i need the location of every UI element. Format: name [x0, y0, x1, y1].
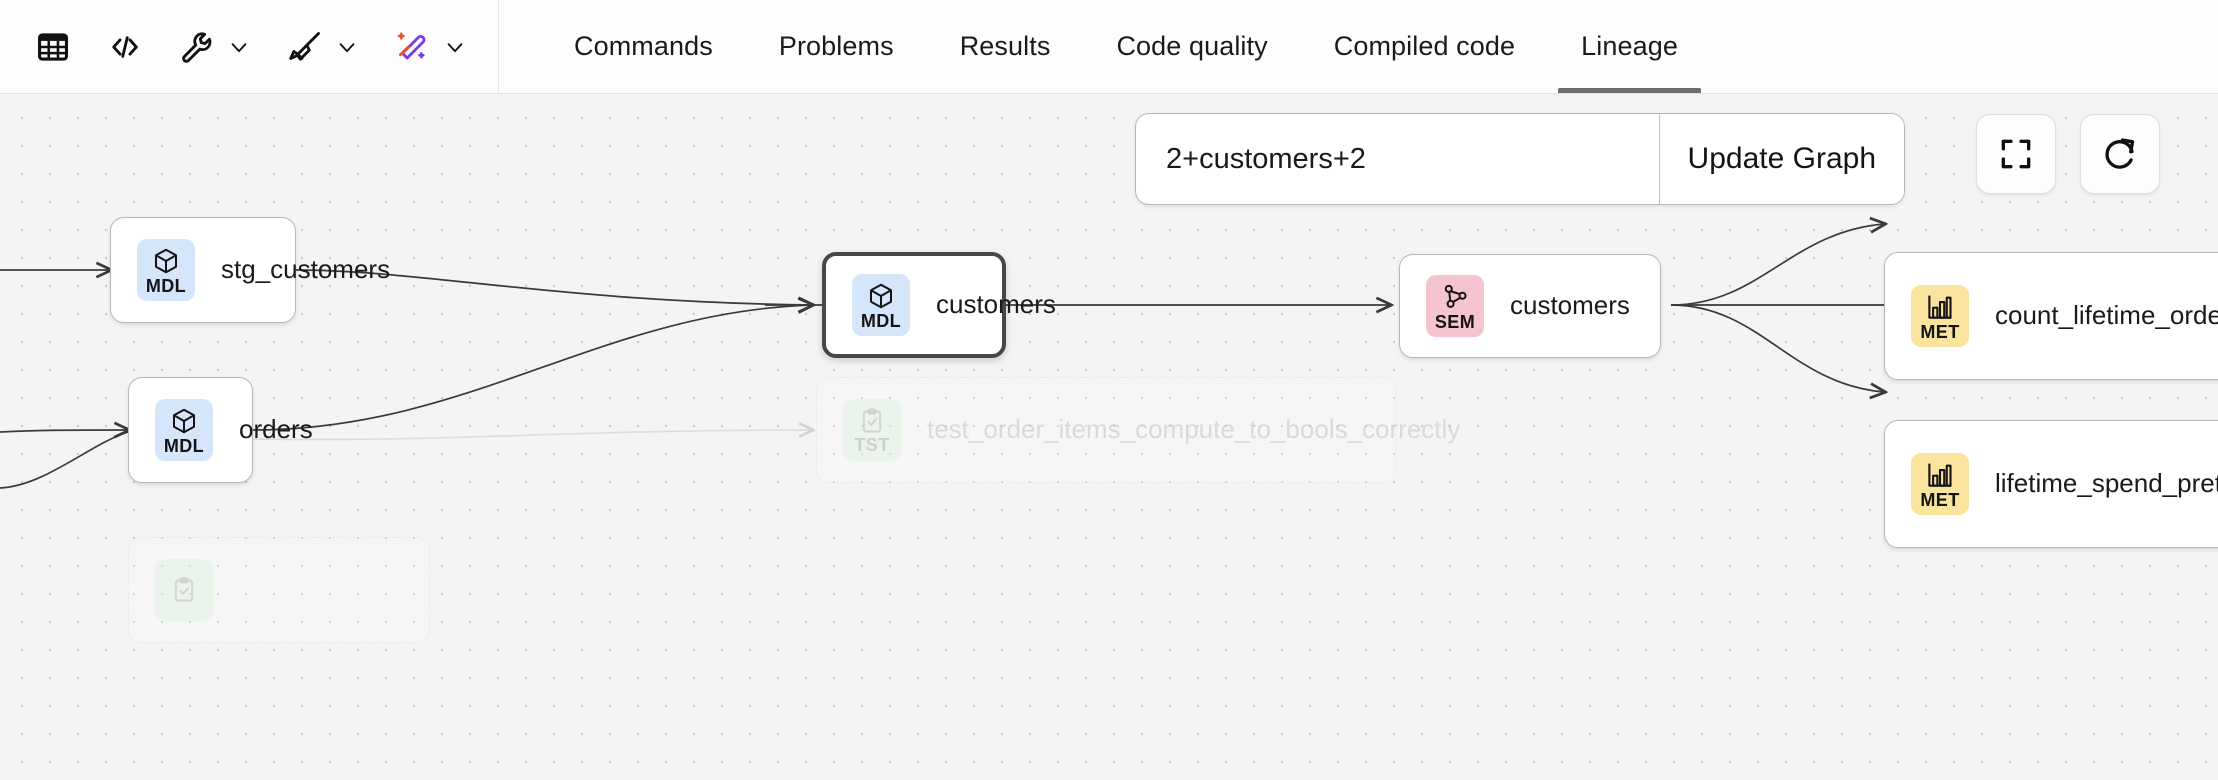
chevron-down-icon[interactable]	[222, 24, 256, 70]
chevron-down-icon[interactable]	[438, 24, 472, 70]
lineage-node-count-lifetime-orders[interactable]: MET count_lifetime_order	[1884, 252, 2218, 380]
lineage-search-input[interactable]	[1136, 114, 1659, 204]
broom-icon[interactable]	[282, 24, 328, 70]
tab-results[interactable]: Results	[959, 31, 1051, 61]
badge-label: MET	[1920, 489, 1960, 510]
met-badge: MET	[1911, 285, 1969, 347]
mdl-badge: MDL	[155, 399, 213, 461]
tab-compiled-code[interactable]: Compiled code	[1333, 31, 1516, 61]
badge-label: SEM	[1434, 311, 1476, 332]
tab-code-quality[interactable]: Code quality	[1116, 31, 1268, 61]
format-menu[interactable]	[282, 24, 364, 70]
chevron-down-icon[interactable]	[330, 24, 364, 70]
lineage-search-bar[interactable]: Update Graph	[1135, 113, 1905, 205]
lineage-node-partial-bottom[interactable]	[128, 537, 430, 643]
lineage-node-stg-customers[interactable]: MDL stg_customers	[110, 217, 390, 323]
panel-tabs: Commands Problems Results Code quality C…	[499, 0, 1711, 93]
tst-badge	[155, 559, 213, 621]
update-graph-button[interactable]: Update Graph	[1658, 114, 1904, 204]
lineage-node-customers-mdl[interactable]: MDL customers	[822, 252, 1056, 358]
node-label: customers	[1510, 290, 1630, 321]
tst-badge: TST	[843, 399, 901, 461]
badge-label: TST	[854, 434, 890, 455]
tab-lineage[interactable]: Lineage	[1548, 0, 1711, 93]
lineage-canvas[interactable]: MDL stg_customers MDL orders MDL custome…	[0, 94, 2218, 780]
node-label: count_lifetime_order	[1995, 300, 2218, 331]
node-label: lifetime_spend_preta	[1995, 468, 2218, 499]
node-label: stg_customers	[221, 254, 391, 285]
node-label: customers	[936, 289, 1056, 320]
tab-problems[interactable]: Problems	[778, 31, 894, 61]
refresh-button[interactable]	[2080, 114, 2160, 194]
sem-badge: SEM	[1426, 275, 1484, 337]
badge-label: MDL	[163, 435, 205, 456]
magic-wand-icon[interactable]	[390, 24, 436, 70]
tab-commands[interactable]: Commands	[574, 31, 713, 61]
canvas-controls	[1976, 114, 2160, 194]
node-label: test_order_items_compute_to_bools_correc…	[927, 414, 1461, 445]
mdl-badge: MDL	[852, 274, 910, 336]
badge-label: MDL	[145, 275, 187, 296]
ai-assist-menu[interactable]	[390, 24, 472, 70]
badge-label: MET	[1920, 321, 1960, 342]
met-badge: MET	[1911, 453, 1969, 515]
fit-view-button[interactable]	[1976, 114, 2056, 194]
lineage-node-orders[interactable]: MDL orders	[128, 377, 313, 483]
badge-label: MDL	[860, 310, 902, 331]
table-grid-icon[interactable]	[30, 24, 76, 70]
lineage-node-customers-sem[interactable]: SEM customers	[1399, 254, 1661, 358]
editor-tool-group	[0, 0, 499, 93]
tools-menu[interactable]	[174, 24, 256, 70]
mdl-badge: MDL	[137, 239, 195, 301]
lineage-node-test-order-items[interactable]: TST test_order_items_compute_to_bools_co…	[816, 377, 1461, 483]
lineage-node-lifetime-spend-pretax[interactable]: MET lifetime_spend_preta	[1884, 420, 2218, 548]
code-brackets-icon[interactable]	[102, 24, 148, 70]
top-toolbar: Commands Problems Results Code quality C…	[0, 0, 2218, 94]
node-label: orders	[239, 414, 313, 445]
wrench-icon[interactable]	[174, 24, 220, 70]
